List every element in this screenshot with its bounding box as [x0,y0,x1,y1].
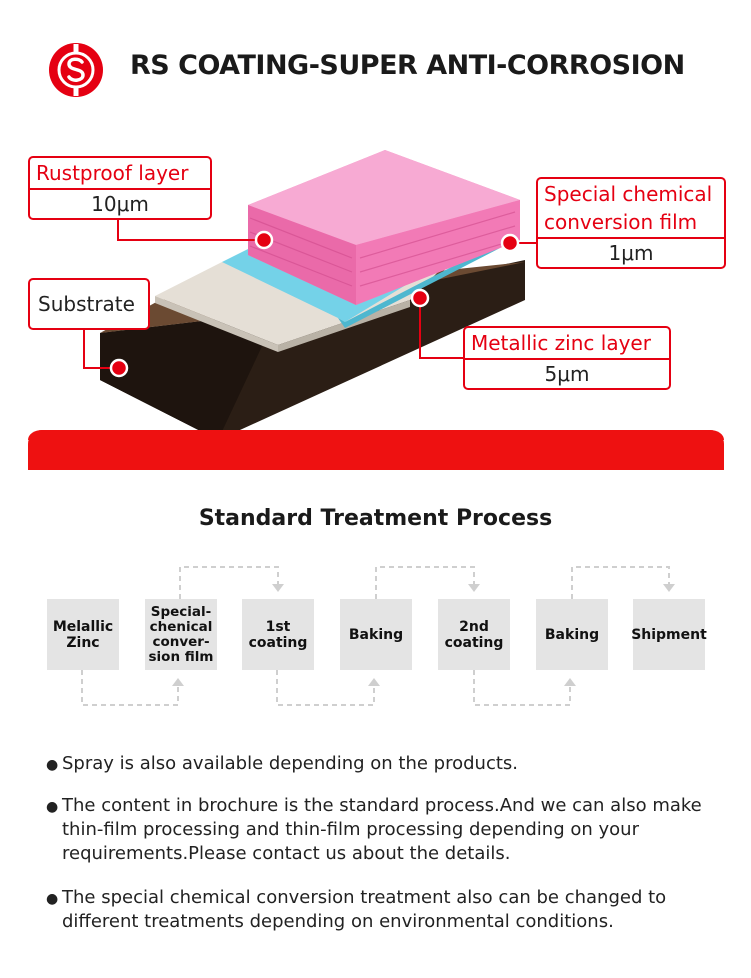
note-text: Spray is also available depending on the… [62,753,518,774]
note-text: The special chemical conversion treatmen… [62,887,667,932]
page-title: RS COATING-SUPER ANTI-CORROSION [130,50,685,81]
process-step-shipment: Shipment [631,599,707,670]
step-label: Baking [348,626,404,643]
rustproof-layer-name: Rustproof layer [36,161,189,185]
step-label: Baking [544,626,600,643]
process-step-2nd-coating: 2nd coating [438,599,510,670]
step-label: Special- chenical conver- sion film [148,603,214,665]
note-item: ● The content in brochure is the standar… [46,794,726,866]
process-step-baking-1: Baking [340,599,412,670]
bullet-icon: ● [46,891,59,907]
step-label: 2nd coating [444,618,504,651]
step-label: 1st coating [248,618,308,651]
process-flow-arrows [81,566,675,706]
process-step-1st-coating: 1st coating [242,599,314,670]
process-step-special-chemical: Special- chenical conver- sion film [145,599,217,670]
rs-dollar-logo-icon [49,43,103,97]
process-title: Standard Treatment Process [198,506,553,531]
coating-layers-illustration [28,150,724,440]
bullet-icon: ● [46,799,59,815]
bullet-icon: ● [46,757,59,773]
special-chemical-thickness: 1μm [538,237,724,267]
metallic-zinc-name: Metallic zinc layer [471,331,651,355]
special-chemical-name-line1: Special chemical [544,182,713,206]
note-item: ● The special chemical conversion treatm… [46,886,726,934]
notes-list: ● Spray is also available depending on t… [46,752,726,950]
rustproof-layer-label: Rustproof layer 10μm [28,156,212,220]
metallic-zinc-label: Metallic zinc layer 5μm [463,326,671,390]
special-chemical-name-line2: conversion film [544,210,698,234]
note-item: ● Spray is also available depending on t… [46,752,726,778]
step-label: Melallic Zinc [52,618,114,651]
process-step-metallic-zinc: Melallic Zinc [47,599,119,670]
substrate-name: Substrate [38,292,135,316]
substrate-label: Substrate [28,278,150,330]
step-label: Shipment [631,626,707,643]
special-chemical-label: Special chemical conversion film 1μm [536,177,726,269]
metallic-zinc-thickness: 5μm [465,358,669,388]
note-text: The content in brochure is the standard … [62,795,702,864]
red-accent-band [28,430,724,470]
process-step-baking-2: Baking [536,599,608,670]
rustproof-layer-thickness: 10μm [30,188,210,218]
